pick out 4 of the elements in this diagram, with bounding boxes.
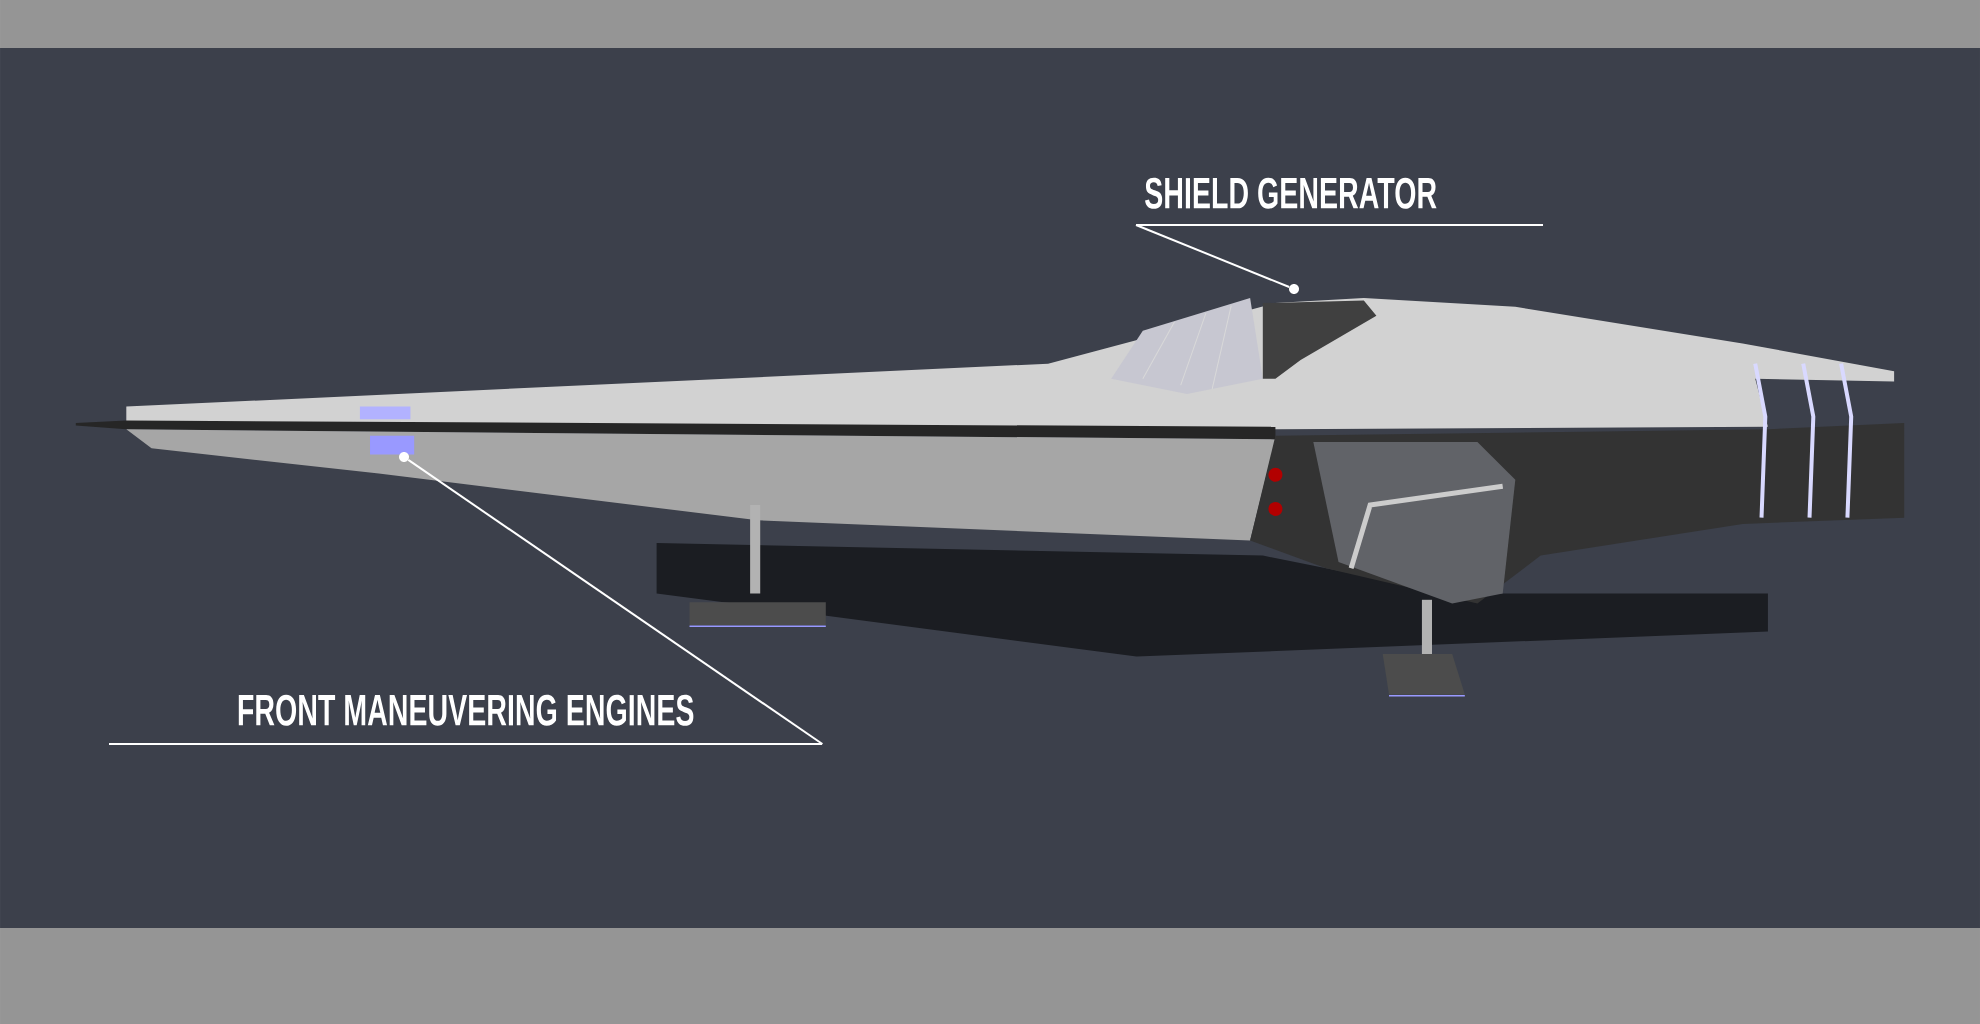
callout-label: SHIELD GENERATOR [1145,177,1437,209]
callout-label: FRONT MANEUVERING ENGINES [238,694,694,726]
leader-line [407,458,824,745]
leader-line [1135,224,1291,289]
